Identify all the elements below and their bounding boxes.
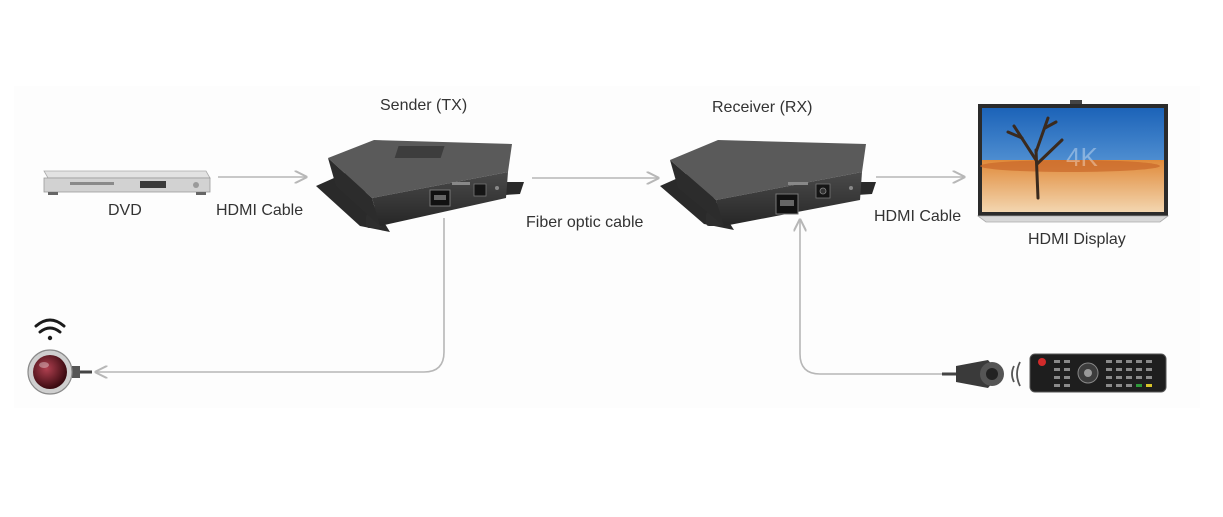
sender-label: Sender (TX) (380, 97, 468, 114)
tv-icon: 4K (976, 100, 1170, 223)
ir-receiver-icon (27, 349, 92, 395)
ir-emitter-icon (942, 360, 1004, 388)
tv-overlay-text: 4K (1066, 142, 1098, 172)
ir-out-line (96, 218, 445, 372)
wireless-signal-icon (34, 318, 66, 341)
remote-control-icon (1029, 353, 1167, 393)
hdmi-cable-left-label: HDMI Cable (216, 202, 304, 219)
dvd-label: DVD (108, 202, 142, 219)
fiber-cable-label: Fiber optic cable (526, 214, 644, 231)
tx-extender-icon (316, 140, 524, 232)
rx-extender-icon (660, 140, 876, 230)
hdmi-display-label: HDMI Display (1028, 231, 1126, 248)
receiver-label: Receiver (RX) (712, 99, 813, 116)
hdmi-cable-right-label: HDMI Cable (874, 208, 962, 225)
connector-lines (96, 177, 964, 374)
ir-in-line (800, 220, 942, 375)
dvd-player-icon (43, 170, 211, 195)
dead-tree (1006, 116, 1064, 200)
ir-waves-icon (1011, 361, 1021, 387)
